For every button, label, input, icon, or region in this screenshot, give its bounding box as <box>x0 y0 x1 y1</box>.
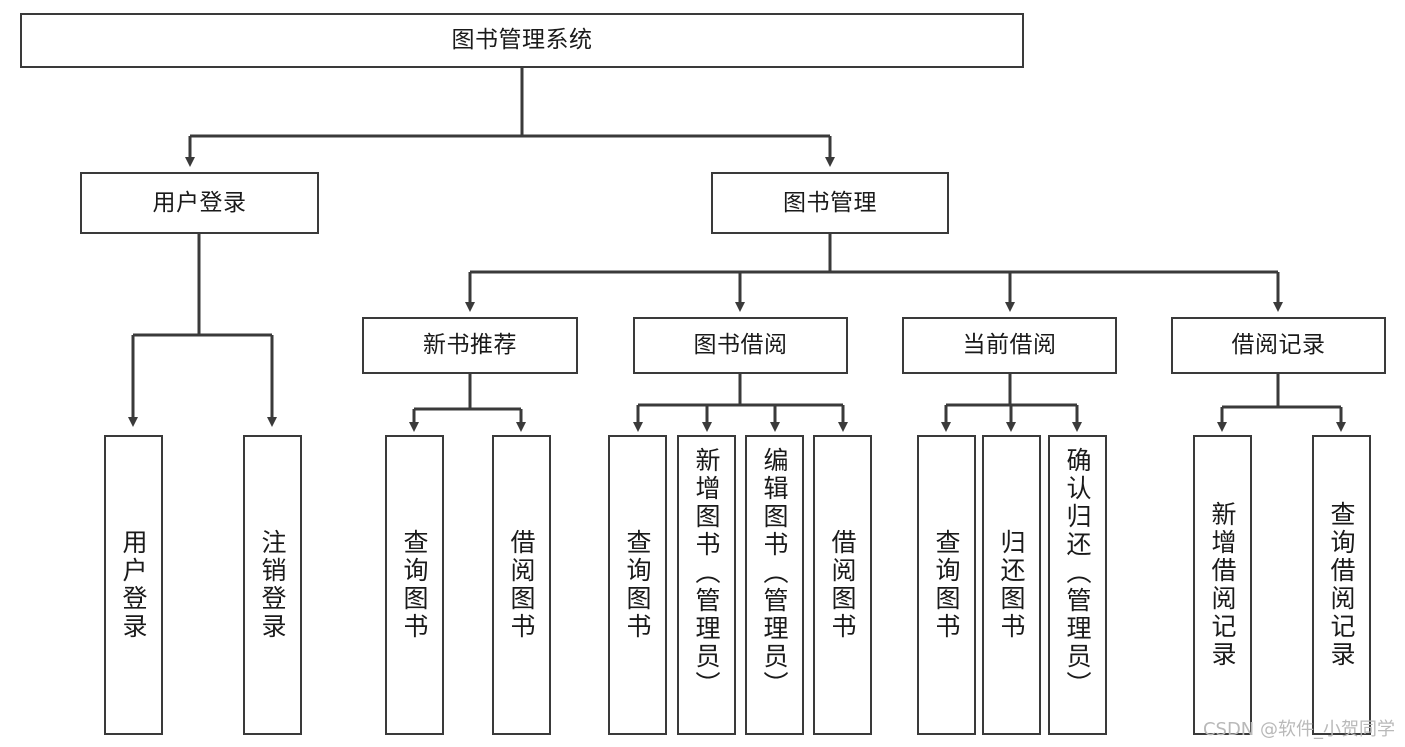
node-book-management[interactable]: 图书管理 <box>711 172 949 234</box>
node-label: 查询图书 <box>932 529 961 641</box>
node-label: 借阅图书 <box>507 529 536 641</box>
node-label: 借阅图书 <box>828 529 857 641</box>
node-label: 图书借阅 <box>693 332 788 358</box>
leaf-borrow-record-add-record[interactable]: 新增借阅记录 <box>1193 435 1252 735</box>
leaf-new-book-query-book[interactable]: 查询图书 <box>385 435 444 735</box>
node-label: 用户登录 <box>119 529 148 641</box>
leaf-new-book-borrow-book[interactable]: 借阅图书 <box>492 435 551 735</box>
csdn-watermark: CSDN @软件_小贺同学 <box>1202 719 1395 740</box>
node-label: 归还图书 <box>997 529 1026 641</box>
leaf-borrow-record-query-record[interactable]: 查询借阅记录 <box>1312 435 1371 735</box>
node-label: 新增图书（管理员） <box>692 447 721 699</box>
node-new-book-recommend[interactable]: 新书推荐 <box>362 317 578 374</box>
node-label: 借阅记录 <box>1231 332 1326 358</box>
node-label: 编辑图书（管理员） <box>760 447 789 699</box>
node-root-system[interactable]: 图书管理系统 <box>20 13 1024 68</box>
node-label: 图书管理系统 <box>451 27 593 53</box>
node-label: 用户登录 <box>152 189 247 216</box>
node-book-borrow[interactable]: 图书借阅 <box>633 317 848 374</box>
node-label: 确认归还（管理员） <box>1063 447 1092 699</box>
node-label: 查询图书 <box>623 529 652 641</box>
leaf-user-login-signin[interactable]: 用户登录 <box>104 435 163 735</box>
leaf-book-borrow-borrow-book[interactable]: 借阅图书 <box>813 435 872 735</box>
node-borrow-record[interactable]: 借阅记录 <box>1171 317 1386 374</box>
leaf-book-borrow-edit-book[interactable]: 编辑图书（管理员） <box>745 435 804 735</box>
leaf-current-borrow-return-book[interactable]: 归还图书 <box>982 435 1041 735</box>
node-label: 查询图书 <box>400 529 429 641</box>
node-label: 当前借阅 <box>962 332 1057 358</box>
leaf-current-borrow-confirm-return[interactable]: 确认归还（管理员） <box>1048 435 1107 735</box>
node-label: 新增借阅记录 <box>1208 501 1237 669</box>
node-label: 新书推荐 <box>423 332 517 358</box>
leaf-current-borrow-query-book[interactable]: 查询图书 <box>917 435 976 735</box>
node-current-borrow[interactable]: 当前借阅 <box>902 317 1117 374</box>
node-user-login[interactable]: 用户登录 <box>80 172 319 234</box>
node-label: 注销登录 <box>258 529 287 641</box>
node-label: 查询借阅记录 <box>1327 501 1356 669</box>
node-label: 图书管理 <box>783 189 877 216</box>
leaf-book-borrow-query-book[interactable]: 查询图书 <box>608 435 667 735</box>
leaf-user-login-signout[interactable]: 注销登录 <box>243 435 302 735</box>
leaf-book-borrow-add-book[interactable]: 新增图书（管理员） <box>677 435 736 735</box>
